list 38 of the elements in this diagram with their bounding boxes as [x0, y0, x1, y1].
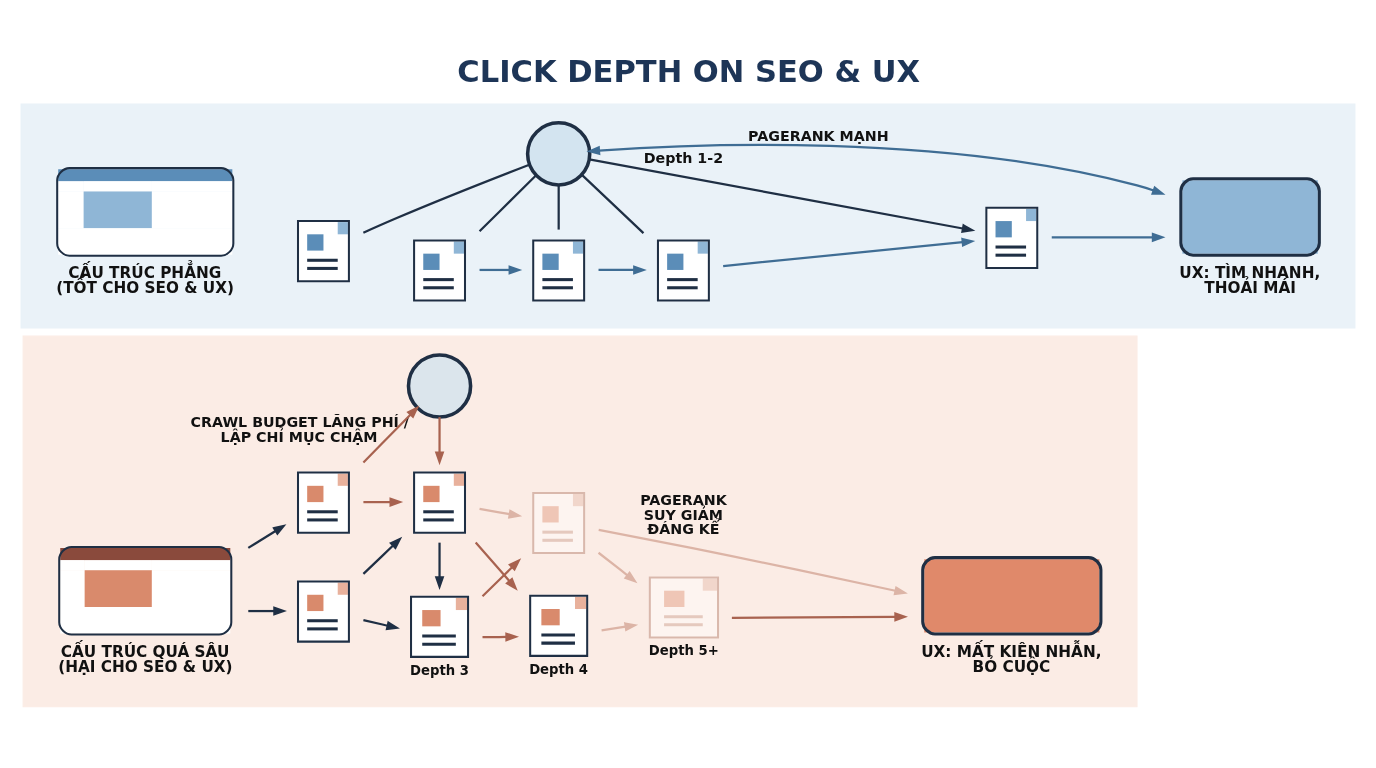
- edge-label: Depth 1-2: [643, 149, 724, 166]
- diagram-title: CLICK DEPTH ON SEO & UX: [457, 53, 921, 89]
- arrow: [434, 542, 445, 590]
- node-label: UX: MẤT KIÊN NHẪN, BỎ CUỘC: [921, 642, 1102, 676]
- connector: [557, 184, 560, 230]
- arrow: [434, 416, 445, 465]
- arrow: [601, 621, 639, 632]
- arrow: [362, 405, 420, 463]
- arrow: [723, 237, 976, 267]
- arrow: [474, 541, 518, 591]
- arrow: [248, 605, 287, 616]
- arrow: [731, 611, 908, 622]
- arrow: [589, 157, 976, 233]
- cluster: [22, 335, 1138, 707]
- arrow: [247, 523, 287, 549]
- arrow: [482, 631, 519, 642]
- connector: [581, 173, 645, 234]
- arrow: [1051, 232, 1166, 242]
- node-label: CẤU TRÚC QUÁ SÂU (HẠI CHO SEO & UX): [58, 642, 233, 676]
- arrow: [362, 536, 403, 575]
- arrow: [363, 496, 404, 507]
- arrow: [479, 264, 523, 275]
- node-circle: [525, 120, 592, 187]
- node-label: Depth 3: [410, 662, 469, 678]
- arrow: [598, 264, 647, 275]
- connector: [362, 163, 530, 234]
- arrow: [597, 551, 638, 583]
- arrow: [598, 528, 908, 595]
- arrow: [481, 557, 522, 597]
- edge-label: PAGERANK SUY GIẢM ĐÁNG KỂ: [640, 491, 727, 537]
- edge-label: PAGERANK MẠNH: [748, 127, 889, 144]
- arrow: [586, 143, 1166, 195]
- node-label: Depth 4: [529, 661, 589, 677]
- node-label: Depth 5+: [648, 642, 719, 658]
- arrow: [479, 507, 523, 519]
- connector: [478, 174, 537, 232]
- arrow: [363, 618, 400, 630]
- node-label: UX: TÌM NHANH, THOẢI MÁI: [1179, 263, 1321, 297]
